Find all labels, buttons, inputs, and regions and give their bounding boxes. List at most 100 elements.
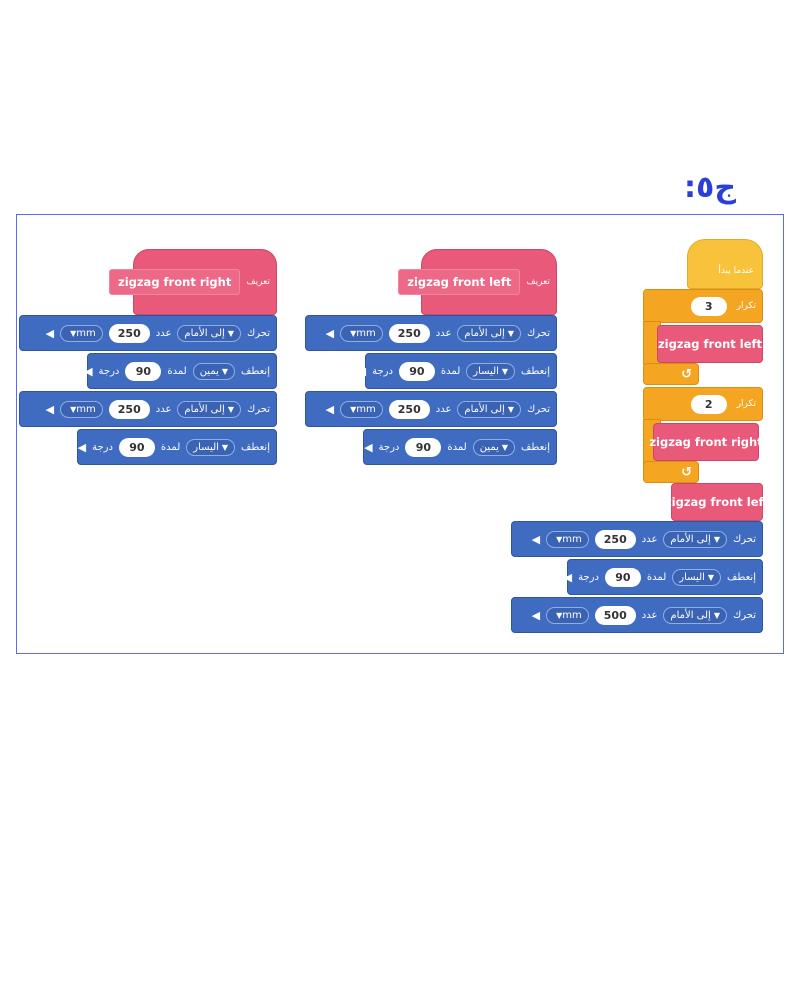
direction-dropdown[interactable]: إلى الأمام▼: [663, 530, 727, 548]
turn-direction-dropdown[interactable]: اليسار▼: [466, 362, 516, 380]
unit-dropdown[interactable]: ▼mm: [546, 530, 589, 548]
repeat-keyword: تكرار: [736, 301, 756, 311]
angle-input[interactable]: 90: [125, 361, 162, 381]
play-icon[interactable]: ◀: [357, 364, 367, 378]
procedure-call-label: zigzag front left: [664, 495, 770, 509]
procedure-name-field[interactable]: zigzag front left: [398, 269, 521, 295]
move-keyword: تحرك: [733, 609, 756, 621]
turn-keyword: إنعطف: [241, 441, 270, 453]
duration-keyword: لمدة: [167, 365, 187, 377]
answer-label: ج٥:: [684, 170, 736, 205]
move-keyword: تحرك: [527, 403, 550, 415]
unit-dropdown[interactable]: ▼mm: [60, 324, 103, 342]
count-keyword: عدد: [155, 327, 172, 339]
loop-arrow-icon: ↺: [681, 366, 692, 382]
turn-direction-dropdown[interactable]: يمين▼: [192, 362, 236, 380]
turn-direction-dropdown[interactable]: يمين▼: [472, 438, 516, 456]
turn-keyword: إنعطف: [727, 571, 756, 583]
procedure-call-label: zigzag front right: [649, 435, 763, 449]
repeat-count-input[interactable]: 3: [690, 296, 727, 316]
move-keyword: تحرك: [247, 403, 270, 415]
define-block-right[interactable]: تعريف zigzag front right: [109, 249, 277, 315]
procedure-call-block[interactable]: zigzag front left: [657, 325, 763, 363]
play-icon[interactable]: ◀: [45, 326, 55, 340]
count-keyword: عدد: [435, 403, 452, 415]
turn-block[interactable]: إنعطف اليسار▼ لمدة 90 درجة ◀: [77, 429, 277, 465]
move-block[interactable]: تحرك إلى الأمام▼ عدد 500 ▼mm ◀: [511, 597, 763, 633]
repeat-block[interactable]: تكرار 2: [643, 387, 763, 421]
move-keyword: تحرك: [527, 327, 550, 339]
unit-dropdown[interactable]: ▼mm: [546, 606, 589, 624]
repeat-keyword: تكرار: [736, 399, 756, 409]
angle-input[interactable]: 90: [118, 437, 155, 457]
play-icon[interactable]: ◀: [77, 440, 87, 454]
distance-input[interactable]: 250: [388, 399, 430, 419]
degree-keyword: درجة: [98, 365, 120, 377]
degree-keyword: درجة: [92, 441, 113, 453]
move-block[interactable]: تحرك إلى الأمام▼ عدد 250 ▼mm ◀: [305, 315, 557, 351]
define-block-left[interactable]: تعريف zigzag front left: [398, 249, 557, 315]
turn-direction-dropdown[interactable]: اليسار▼: [186, 438, 236, 456]
direction-dropdown[interactable]: إلى الأمام▼: [177, 400, 241, 418]
angle-input[interactable]: 90: [398, 361, 435, 381]
turn-keyword: إنعطف: [241, 365, 270, 377]
play-icon[interactable]: ◀: [84, 364, 93, 378]
turn-keyword: إنعطف: [521, 441, 550, 453]
repeat-count-input[interactable]: 2: [690, 394, 727, 414]
angle-input[interactable]: 90: [405, 437, 442, 457]
count-keyword: عدد: [435, 327, 452, 339]
degree-keyword: درجة: [578, 571, 599, 583]
direction-dropdown[interactable]: إلى الأمام▼: [457, 400, 521, 418]
direction-dropdown[interactable]: إلى الأمام▼: [177, 324, 241, 342]
play-icon[interactable]: ◀: [531, 608, 541, 622]
loop-arrow-icon: ↺: [681, 464, 692, 480]
move-keyword: تحرك: [247, 327, 270, 339]
distance-input[interactable]: 250: [108, 323, 150, 343]
procedure-call-label: zigzag front left: [657, 337, 763, 351]
move-block[interactable]: تحرك إلى الأمام▼ عدد 250 ▼mm ◀: [19, 391, 277, 427]
procedure-call-block[interactable]: zigzag front left: [665, 483, 769, 521]
play-icon[interactable]: ◀: [325, 326, 335, 340]
when-start-block[interactable]: عندما يبدأ: [687, 239, 763, 289]
move-block[interactable]: تحرك إلى الأمام▼ عدد 250 ▼mm ◀: [19, 315, 277, 351]
play-icon[interactable]: ◀: [45, 402, 55, 416]
procedure-call-block[interactable]: zigzag front right: [649, 423, 763, 461]
unit-dropdown[interactable]: ▼mm: [340, 324, 383, 342]
turn-block[interactable]: إنعطف اليسار▼ لمدة 90 درجة ◀: [358, 353, 557, 389]
move-block[interactable]: تحرك إلى الأمام▼ عدد 250 ▼mm ◀: [305, 391, 557, 427]
count-keyword: عدد: [641, 609, 658, 621]
unit-dropdown[interactable]: ▼mm: [60, 400, 103, 418]
duration-keyword: لمدة: [440, 365, 461, 377]
distance-input[interactable]: 250: [388, 323, 430, 343]
distance-input[interactable]: 500: [594, 605, 636, 625]
distance-input[interactable]: 250: [108, 399, 150, 419]
duration-keyword: لمدة: [646, 571, 667, 583]
turn-block[interactable]: إنعطف اليسار▼ لمدة 90 درجة ◀: [563, 559, 763, 595]
turn-direction-dropdown[interactable]: اليسار▼: [672, 568, 722, 586]
degree-keyword: درجة: [372, 365, 393, 377]
procedure-name-field[interactable]: zigzag front right: [109, 269, 241, 295]
direction-dropdown[interactable]: إلى الأمام▼: [457, 324, 521, 342]
play-icon[interactable]: ◀: [325, 402, 335, 416]
repeat-end: ↺: [643, 461, 699, 483]
define-keyword: تعريف: [526, 277, 550, 287]
unit-dropdown[interactable]: ▼mm: [340, 400, 383, 418]
direction-dropdown[interactable]: إلى الأمام▼: [663, 606, 727, 624]
define-keyword: تعريف: [246, 277, 270, 287]
duration-keyword: لمدة: [447, 441, 467, 453]
distance-input[interactable]: 250: [594, 529, 636, 549]
degree-keyword: درجة: [378, 441, 400, 453]
move-keyword: تحرك: [733, 533, 756, 545]
code-frame: تعريف zigzag front right تحرك إلى الأمام…: [16, 214, 784, 654]
turn-block[interactable]: إنعطف يمين▼ لمدة 90 درجة ◀: [363, 429, 557, 465]
turn-block[interactable]: إنعطف يمين▼ لمدة 90 درجة ◀: [84, 353, 277, 389]
angle-input[interactable]: 90: [604, 567, 641, 587]
duration-keyword: لمدة: [160, 441, 181, 453]
repeat-end: ↺: [643, 363, 699, 385]
move-block[interactable]: تحرك إلى الأمام▼ عدد 250 ▼mm ◀: [511, 521, 763, 557]
play-icon[interactable]: ◀: [364, 440, 373, 454]
play-icon[interactable]: ◀: [563, 570, 573, 584]
when-start-label: عندما يبدأ: [718, 266, 754, 276]
repeat-block[interactable]: تكرار 3: [643, 289, 763, 323]
play-icon[interactable]: ◀: [531, 532, 541, 546]
